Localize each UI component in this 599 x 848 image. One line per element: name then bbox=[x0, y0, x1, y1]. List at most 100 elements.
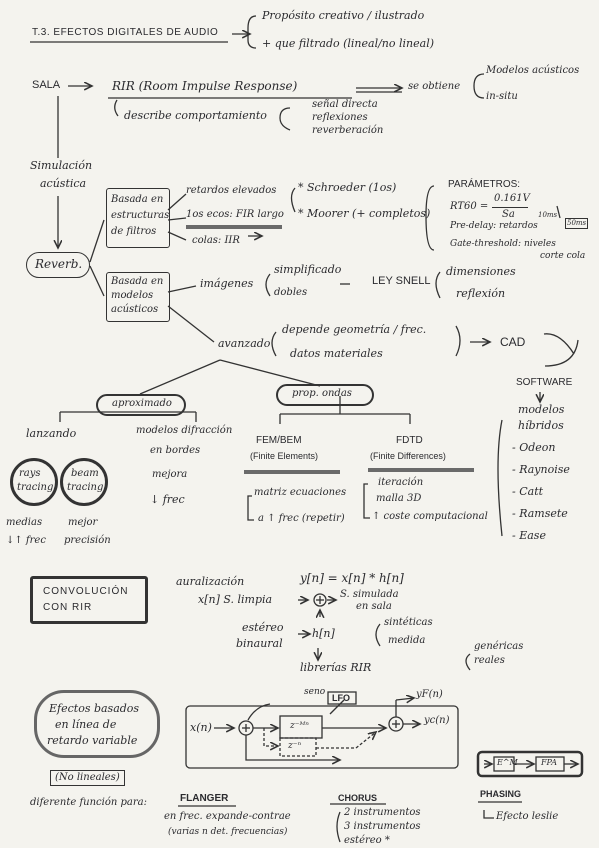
reverb-label: Reverb. bbox=[35, 257, 83, 271]
efectos-variable-line2: en línea de bbox=[55, 718, 117, 731]
phase-e-label: E^M bbox=[497, 758, 518, 767]
simplificado-label: simplificado bbox=[274, 263, 342, 276]
lfo-label: LFO bbox=[332, 693, 350, 703]
prop-ondas-node: prop. ondas bbox=[276, 384, 374, 406]
flanger-title: FLANGER bbox=[180, 793, 229, 804]
auralizacion-label: auralización bbox=[176, 575, 245, 588]
zoom-ms-note: 50ms bbox=[565, 218, 589, 229]
ecos-fir-highlight bbox=[186, 225, 282, 229]
rt60-denominator: Sa bbox=[502, 209, 515, 220]
binaural-label: binaural bbox=[236, 637, 283, 650]
avanzado-label: avanzado bbox=[218, 337, 271, 350]
describe-label: describe comportamiento bbox=[124, 109, 267, 122]
ray-tracing-line2: tracing bbox=[17, 482, 54, 493]
coste-label: ↑ coste computacional bbox=[372, 511, 488, 522]
senal-directa-label: señal directa bbox=[312, 99, 378, 110]
ion-ms-note: 10ms bbox=[538, 211, 558, 219]
ray-tracing-line1: rays bbox=[19, 468, 41, 479]
genericas-label: genéricas bbox=[474, 641, 524, 652]
basada-filtros-line2: estructuras bbox=[111, 210, 170, 221]
no-lineales-label: (No lineales) bbox=[50, 770, 125, 786]
frec-up-label: ↓↑ frec bbox=[6, 535, 46, 546]
convolution-formula: y[n] = x[n] * h[n] bbox=[300, 571, 404, 585]
software-ramsete: - Ramsete bbox=[512, 507, 568, 520]
basada-modelos-line2: modelos bbox=[111, 290, 154, 301]
en-sala-label: en sala bbox=[356, 601, 392, 612]
en-bordes-label: en bordes bbox=[150, 445, 201, 456]
flanger-desc-line2: (varias n det. frecuencias) bbox=[168, 827, 288, 837]
xn-label: x(n) bbox=[190, 721, 212, 734]
corte-cola-label: corte cola bbox=[540, 251, 586, 261]
efectos-variable-line3: retardo variable bbox=[47, 734, 138, 747]
finite-elements-label: (Finite Elements) bbox=[250, 451, 319, 461]
convolucion-line2: CON RIR bbox=[43, 602, 93, 613]
reverberacion-label: reverberación bbox=[312, 125, 384, 136]
datos-materiales-label: datos materiales bbox=[290, 347, 383, 360]
iteracion-label: iteración bbox=[378, 477, 424, 488]
fem-label: FEM/BEM bbox=[256, 435, 302, 446]
mejor-label: mejor bbox=[68, 517, 98, 528]
cad-label: CAD bbox=[500, 335, 526, 349]
fem-highlight bbox=[244, 470, 340, 474]
chorus-item-1: 2 instrumentos bbox=[344, 807, 421, 818]
aproximado-label: aproximado bbox=[112, 398, 172, 409]
imagenes-label: imágenes bbox=[200, 277, 254, 290]
dobles-label: dobles bbox=[274, 287, 308, 298]
fdtd-label: FDTD bbox=[396, 435, 423, 446]
moorer-label: * Moorer (+ completos) bbox=[298, 207, 431, 220]
z-n-label: z⁻ⁿ bbox=[288, 741, 302, 751]
basada-modelos-line1: Basada en bbox=[111, 276, 164, 287]
modelos-acusticos-label: Modelos acústicos bbox=[486, 65, 580, 76]
software-raynoise: - Raynoise bbox=[512, 463, 570, 476]
baja-frec-label: ↓ frec bbox=[150, 493, 185, 506]
convolucion-box: CONVOLUCIÓN CON RIR bbox=[30, 576, 148, 624]
ray-tracing-node: rays tracing bbox=[10, 458, 58, 506]
basada-modelos-box: Basada en modelos acústicos bbox=[106, 272, 170, 322]
lanzando-label: lanzando bbox=[26, 427, 77, 440]
beam-tracing-line1: beam bbox=[71, 468, 99, 479]
in-situ-label: in-situ bbox=[486, 91, 518, 102]
medida-label: medida bbox=[388, 635, 426, 646]
matriz-label: matriz ecuaciones bbox=[254, 487, 347, 498]
efecto-leslie-label: Efecto leslie bbox=[496, 811, 559, 822]
x-limpia-label: x[n] S. limpia bbox=[198, 593, 273, 606]
efectos-variable-line1: Efectos basados bbox=[49, 702, 140, 715]
s-simulada-label: S. simulada bbox=[340, 589, 399, 600]
rt60-label: RT60 = bbox=[450, 201, 489, 212]
modelos-hibridos-line1: modelos bbox=[518, 403, 565, 416]
flanger-desc-line1: en frec. expande-contrae bbox=[164, 811, 291, 822]
chorus-item-3: estéreo * bbox=[344, 835, 390, 846]
efectos-variable-node: Efectos basados en línea de retardo vari… bbox=[34, 690, 160, 758]
software-odeon: - Odeon bbox=[512, 441, 556, 454]
aproximado-node: aproximado bbox=[96, 394, 186, 416]
modelos-hibridos-line2: híbridos bbox=[518, 419, 564, 432]
ley-snell-label: LEY SNELL bbox=[372, 275, 431, 287]
phasing-title: PHASING bbox=[480, 789, 522, 799]
convolucion-line1: CONVOLUCIÓN bbox=[43, 586, 129, 597]
rt60-fraction-bar bbox=[492, 207, 528, 208]
colas-iir-label: colas: IIR bbox=[192, 235, 240, 246]
prop-ondas-label: prop. ondas bbox=[292, 388, 352, 399]
finite-differences-label: (Finite Differences) bbox=[370, 451, 446, 461]
yfn-label: yF(n) bbox=[416, 689, 443, 700]
simulacion-label: Simulación bbox=[30, 159, 93, 172]
ycn-label: yc(n) bbox=[424, 715, 450, 726]
beam-tracing-line2: tracing bbox=[67, 482, 104, 493]
gate-label: Gate-threshold: niveles bbox=[450, 239, 556, 249]
se-obtiene-label: se obtiene bbox=[408, 81, 461, 92]
acustica-label: acústica bbox=[40, 177, 87, 190]
software-label: SOFTWARE bbox=[516, 377, 573, 388]
rir-label: RIR (Room Impulse Response) bbox=[112, 79, 298, 93]
phase-fpa-label: FPA bbox=[541, 758, 557, 767]
software-ease: - Ease bbox=[512, 529, 546, 542]
estereo-label: estéreo bbox=[242, 621, 284, 634]
basada-filtros-line1: Basada en bbox=[111, 194, 164, 205]
parametros-label: PARÁMETROS: bbox=[448, 179, 521, 190]
software-catt: - Catt bbox=[512, 485, 544, 498]
librerias-label: librerías RIR bbox=[300, 661, 372, 674]
sala-label: SALA bbox=[32, 79, 61, 91]
ecos-fir-label: 1os ecos: FIR largo bbox=[186, 209, 284, 220]
precision-label: precisión bbox=[64, 535, 111, 546]
dimensiones-label: dimensiones bbox=[446, 265, 516, 278]
